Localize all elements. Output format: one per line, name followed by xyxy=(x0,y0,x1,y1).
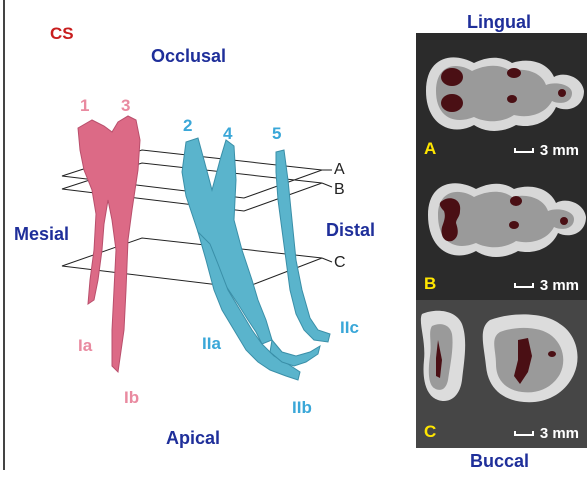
panel-letter-c: C xyxy=(424,422,436,442)
root-1-canal xyxy=(78,116,140,372)
scale-bar-line xyxy=(514,148,534,153)
root-canal-diagram xyxy=(0,0,410,470)
canal-number-2: 2 xyxy=(183,116,192,136)
canal-number-5: 5 xyxy=(272,124,281,144)
root-label-iia: IIa xyxy=(202,334,221,354)
scale-label: 3 mm xyxy=(540,425,579,442)
root-label-iic: IIc xyxy=(340,318,359,338)
scale-bar-a: 3 mm xyxy=(514,142,579,159)
buccal-label: Buccal xyxy=(470,451,529,472)
scale-label: 3 mm xyxy=(540,277,579,294)
root-label-ia: Ia xyxy=(78,336,92,356)
lingual-label: Lingual xyxy=(467,12,531,33)
plane-label-a: A xyxy=(334,161,345,179)
panel-letter-a: A xyxy=(424,139,436,159)
canal-number-3: 3 xyxy=(121,96,130,116)
ct-panel-a: A 3 mm xyxy=(416,33,587,165)
canal-number-1: 1 xyxy=(80,96,89,116)
plane-label-c: C xyxy=(334,254,346,272)
root-label-ib: Ib xyxy=(124,388,139,408)
ct-panel-b: B 3 mm xyxy=(416,165,587,300)
canal-number-4: 4 xyxy=(223,124,232,144)
scale-bar-c: 3 mm xyxy=(514,425,579,442)
scale-bar-line xyxy=(514,431,534,436)
scale-label: 3 mm xyxy=(540,142,579,159)
plane-label-b: B xyxy=(334,181,345,199)
root-label-iib: IIb xyxy=(292,398,312,418)
panel-letter-b: B xyxy=(424,274,436,294)
ct-panel-c: C 3 mm xyxy=(416,300,587,448)
scale-bar-line xyxy=(514,283,534,288)
scale-bar-b: 3 mm xyxy=(514,277,579,294)
